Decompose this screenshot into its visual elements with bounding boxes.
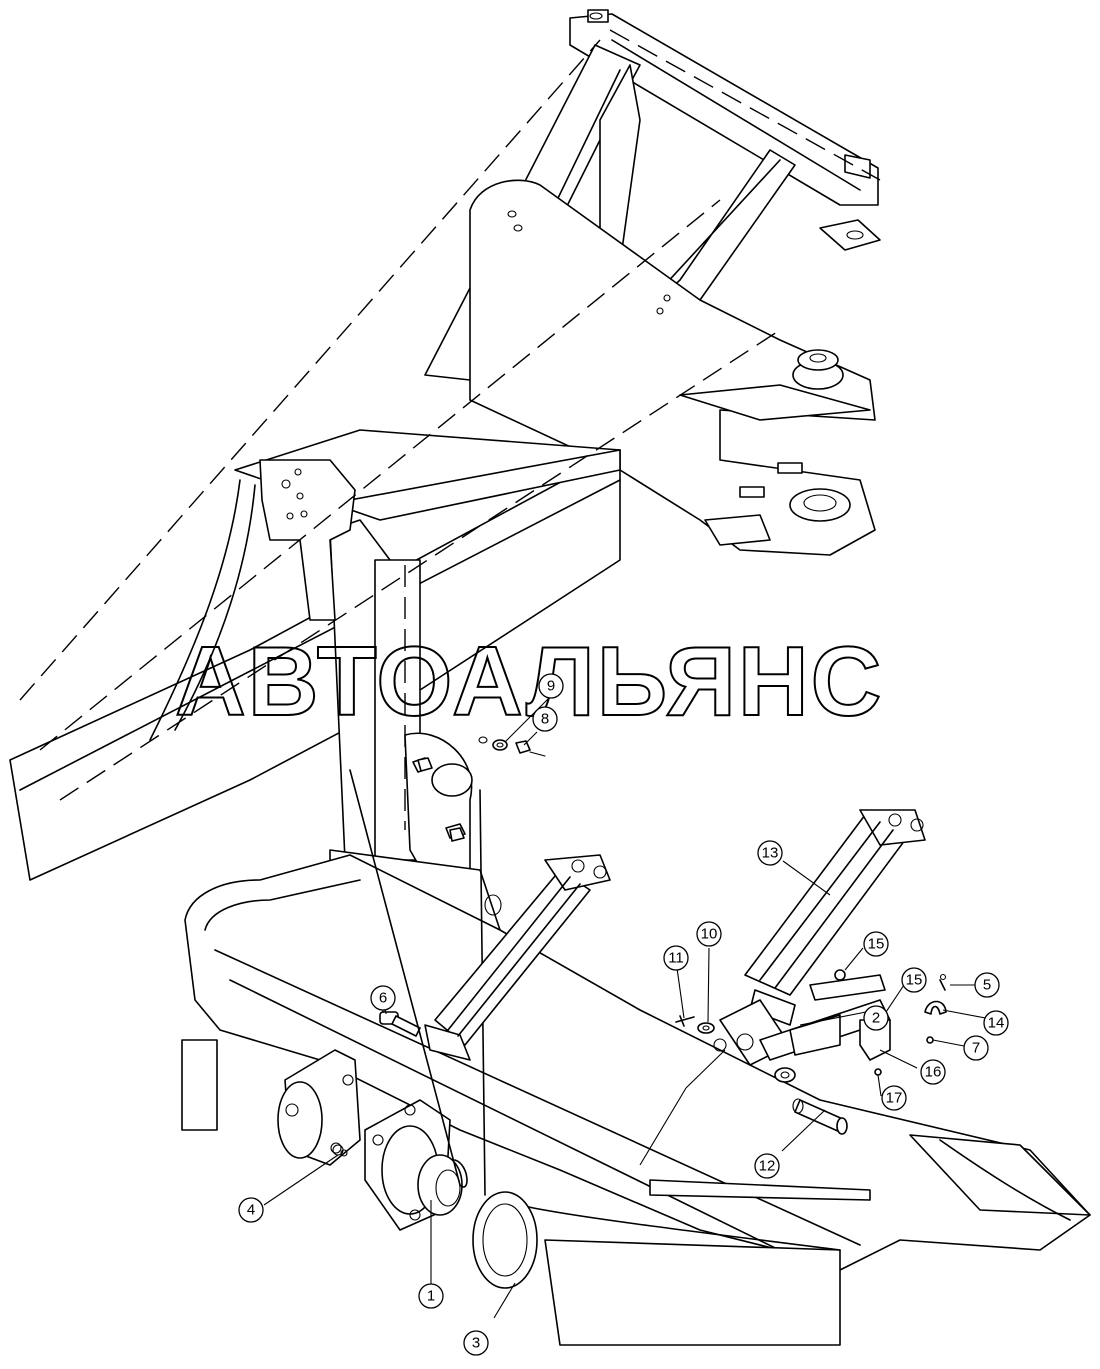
svg-text:12: 12	[759, 1158, 776, 1175]
pin-part-11	[675, 1015, 695, 1027]
leader-lines	[263, 697, 997, 1319]
callout-3: 3	[463, 1330, 489, 1356]
callout-8: 8	[532, 706, 558, 732]
svg-text:1: 1	[427, 1288, 435, 1305]
callout-16: 16	[920, 1059, 946, 1085]
yoke-assembly	[713, 969, 891, 1083]
svg-text:14: 14	[988, 1015, 1005, 1032]
svg-text:15: 15	[906, 972, 923, 989]
svg-text:8: 8	[541, 711, 549, 728]
frame-top-crossbar	[569, 9, 881, 251]
callout-12: 12	[754, 1153, 780, 1179]
svg-text:17: 17	[886, 1090, 903, 1107]
svg-text:11: 11	[668, 950, 684, 967]
callout-15-upper: 15	[863, 931, 889, 957]
callout-10: 10	[696, 921, 722, 947]
callout-13: 13	[757, 840, 783, 866]
callout-2: 2	[863, 1005, 889, 1031]
svg-text:2: 2	[872, 1010, 880, 1027]
fasteners-8-9	[417, 736, 546, 842]
svg-text:10: 10	[701, 926, 718, 943]
callout-9: 9	[538, 673, 564, 699]
callout-6: 6	[370, 985, 396, 1011]
centerlines	[19, 29, 881, 830]
callout-17: 17	[881, 1085, 907, 1111]
bolt-part-6	[379, 1011, 421, 1037]
small-parts-5-7-17	[874, 973, 947, 1076]
callout-11: 11	[663, 945, 689, 971]
callout-14: 14	[983, 1010, 1009, 1036]
svg-text:9: 9	[547, 678, 555, 695]
callout-4: 4	[238, 1197, 264, 1223]
svg-text:6: 6	[379, 990, 387, 1007]
hydraulic-cylinder-left	[424, 854, 611, 1061]
callout-5: 5	[974, 972, 1000, 998]
pin-part-12	[792, 1098, 848, 1135]
frame-side-plate	[469, 179, 876, 556]
callout-1: 1	[418, 1283, 444, 1309]
bottom-cross-member	[181, 854, 1091, 1346]
svg-text:4: 4	[247, 1202, 255, 1219]
clip-part-14	[924, 1000, 947, 1015]
callout-7: 7	[963, 1035, 989, 1061]
callout-15-lower: 15	[901, 967, 927, 993]
bolt-part-4	[330, 1142, 348, 1157]
svg-text:5: 5	[983, 977, 991, 994]
svg-text:16: 16	[925, 1064, 942, 1081]
svg-text:3: 3	[472, 1335, 480, 1352]
hydraulic-cylinder-13	[744, 809, 926, 1026]
svg-text:7: 7	[972, 1040, 980, 1057]
coupling-assembly	[277, 1049, 463, 1231]
washer-part-10	[697, 1022, 715, 1034]
watermark-text: АВТОАЛЬЯНС	[175, 626, 883, 736]
svg-text:13: 13	[762, 845, 779, 862]
svg-text:15: 15	[868, 936, 885, 953]
